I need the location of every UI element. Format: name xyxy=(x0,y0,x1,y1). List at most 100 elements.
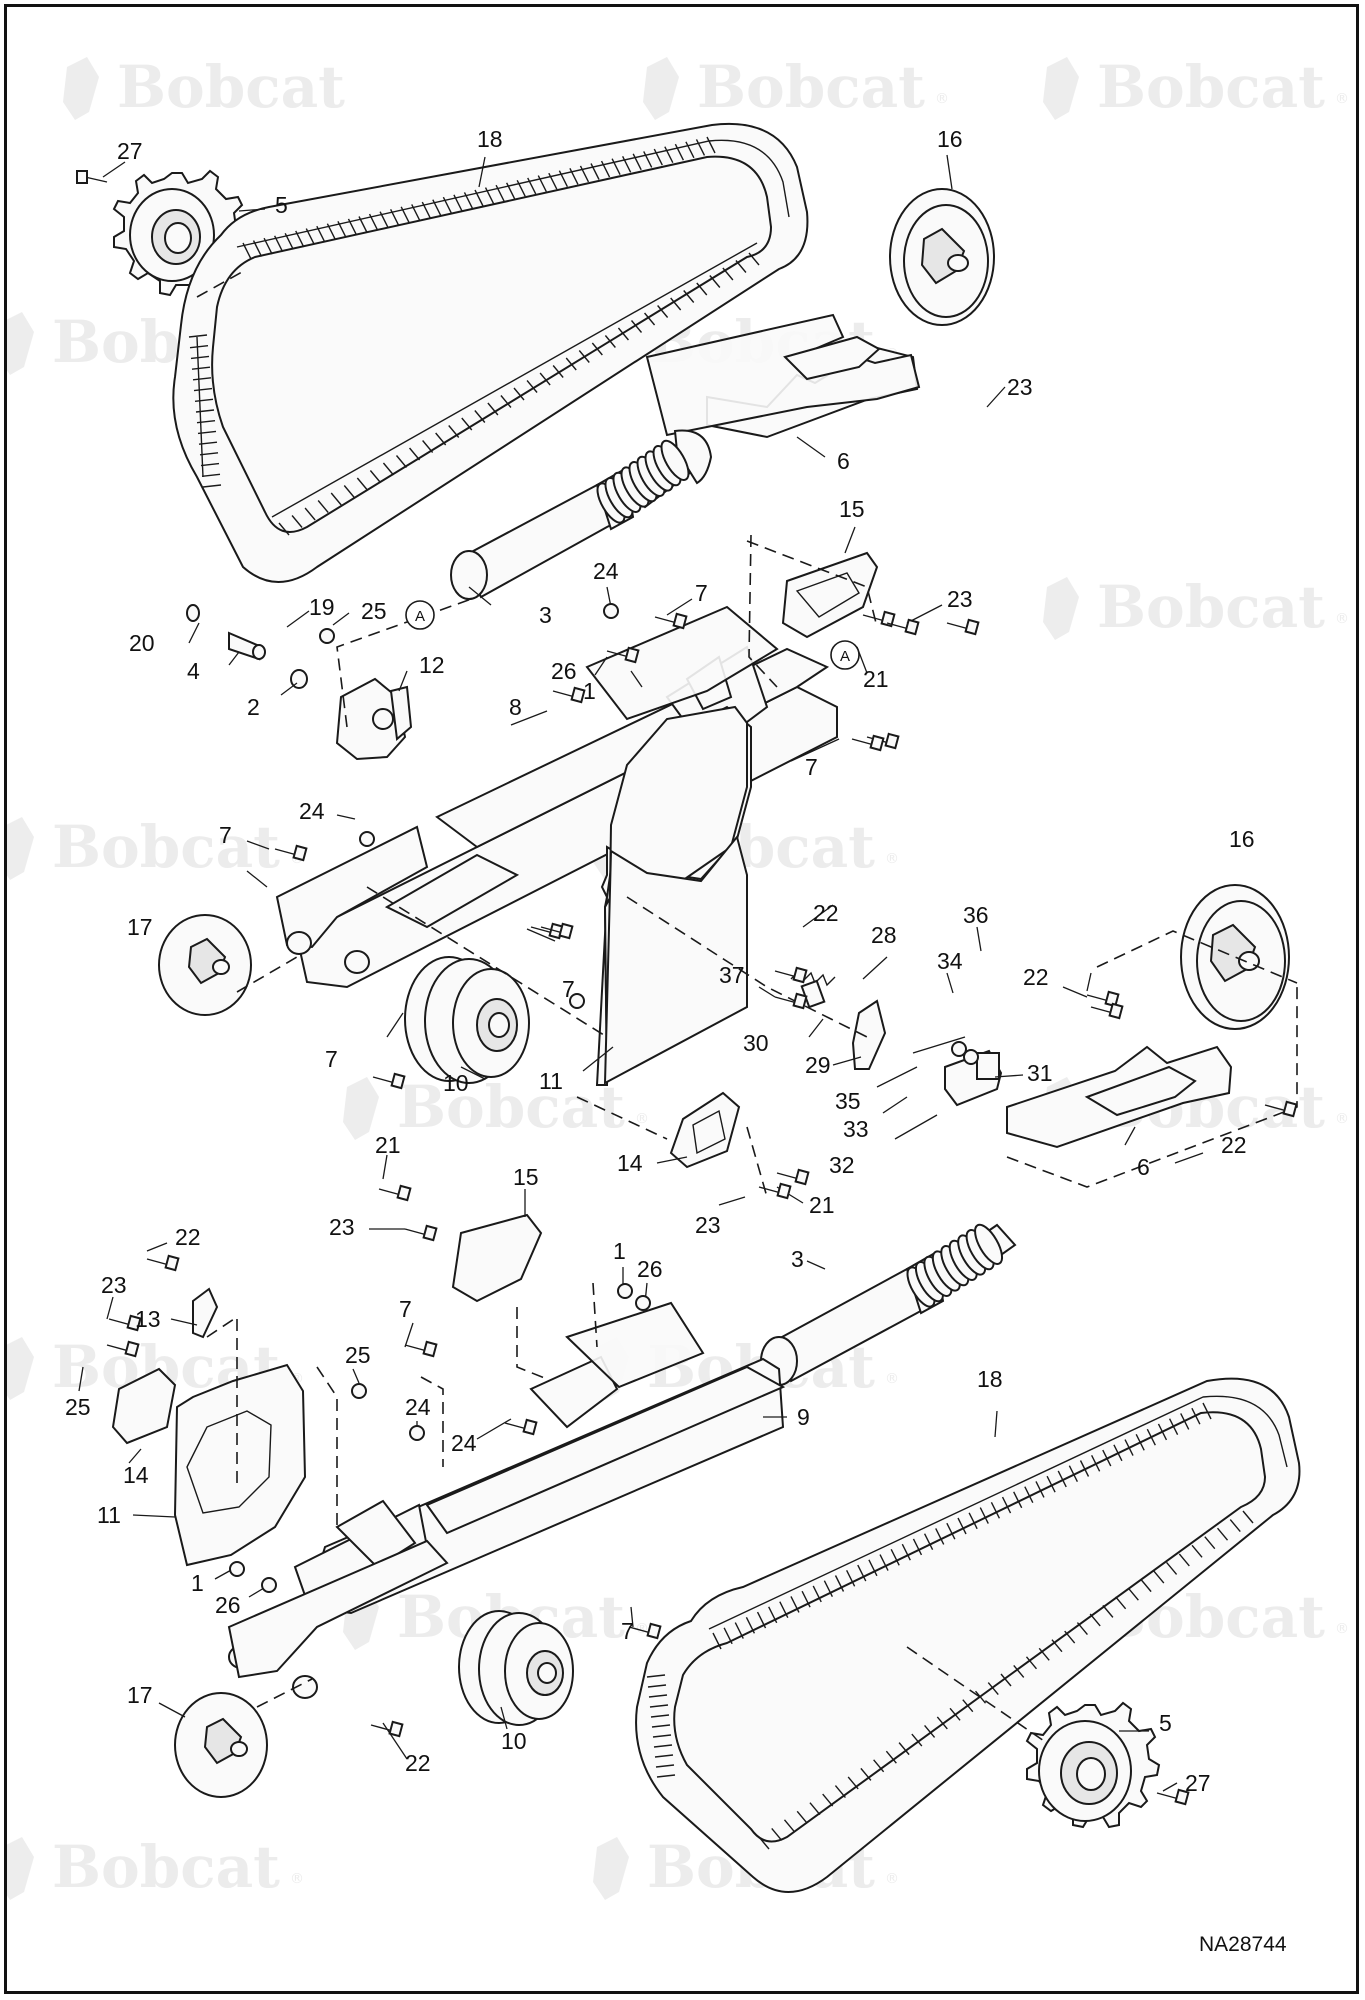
nut-icon xyxy=(409,1425,425,1441)
callout-label: 22 xyxy=(813,900,839,926)
watermark-bobcat-logo: Bobcat® xyxy=(343,1073,649,1141)
callout-label: 7 xyxy=(621,1618,634,1644)
nut-icon xyxy=(635,1295,651,1311)
callout-label: 6 xyxy=(837,448,850,474)
nut-icon xyxy=(603,603,619,619)
watermark-reg-mark: ® xyxy=(635,1111,649,1127)
washer-20 xyxy=(186,604,200,622)
track-upper xyxy=(172,123,809,583)
watermark-reg-mark: ® xyxy=(885,851,899,867)
track-upper-treads xyxy=(188,136,760,536)
watermark-reg-mark: ® xyxy=(635,1621,649,1637)
watermark-bobcat-logo: Bobcat® xyxy=(643,53,949,121)
nut-icon xyxy=(261,1577,277,1593)
callout-label: 25 xyxy=(345,1342,371,1368)
callout-label: 9 xyxy=(797,1404,810,1430)
callout-label: 7 xyxy=(325,1046,338,1072)
watermark-bobcat-logo: Bobcat® xyxy=(1043,53,1349,121)
front-idler-upper xyxy=(158,914,252,1016)
bolt-icon xyxy=(886,618,920,636)
tensioner-bracket-31 xyxy=(912,1036,1003,1107)
watermark-bobcat-logo: Bobcat® xyxy=(7,1833,304,1901)
callout-label: 33 xyxy=(843,1116,869,1142)
block-14-upper xyxy=(669,1091,741,1169)
watermark-reg-mark: ® xyxy=(1335,611,1349,627)
callout-label: 25 xyxy=(361,598,387,624)
nut-icon xyxy=(569,993,585,1009)
callout-label: 27 xyxy=(117,138,143,164)
bolt-icon xyxy=(758,1182,792,1200)
bolt-icon xyxy=(1156,1788,1190,1806)
bolt-icon xyxy=(404,1224,438,1242)
callout-label: 34 xyxy=(937,948,963,974)
mount-block-12 xyxy=(335,677,413,761)
callout-label: 22 xyxy=(1023,964,1049,990)
assembly-marker-text: A xyxy=(415,608,425,625)
callout-label: 21 xyxy=(809,1192,835,1218)
callout-label: 7 xyxy=(562,976,575,1002)
bolt-icon xyxy=(504,1418,538,1436)
leader-lines xyxy=(78,154,1204,1792)
callout-label: 7 xyxy=(399,1296,412,1322)
callout-label: 19 xyxy=(309,594,335,620)
callout-label: 23 xyxy=(101,1272,127,1298)
bolt-icon xyxy=(146,1254,180,1272)
bogie-roller-upper xyxy=(404,956,530,1084)
callout-label: 23 xyxy=(1007,374,1033,400)
callout-label: 16 xyxy=(937,126,963,152)
bolt-icon xyxy=(274,844,308,862)
assembly-marker-text: A xyxy=(840,648,850,665)
callout-label: 37 xyxy=(719,962,745,988)
bolt-icon xyxy=(776,1168,810,1186)
pin-4 xyxy=(228,631,266,661)
exploded-parts-diagram: Bobcat Bobcat®Bobcat®Bobcat®Bobcat®Bobca… xyxy=(7,53,1349,1956)
callout-label: 28 xyxy=(871,922,897,948)
track-lower xyxy=(635,1377,1301,1893)
track-lower-treads xyxy=(646,1402,1254,1850)
sprocket-lower xyxy=(1025,1701,1161,1829)
idler-wheel-mid xyxy=(1180,884,1290,1030)
fasteners xyxy=(106,603,1298,1806)
callout-label: 2 xyxy=(247,694,260,720)
nut-icon xyxy=(351,1383,367,1399)
assembly-marker-a-right: A xyxy=(830,640,860,670)
spring-upper xyxy=(596,439,690,524)
callout-label: 30 xyxy=(743,1030,769,1056)
callout-label: 3 xyxy=(791,1246,804,1272)
callout-label: 7 xyxy=(695,580,708,606)
callout-label: 22 xyxy=(175,1224,201,1250)
watermark-text: Bobcat xyxy=(52,1833,280,1901)
callout-label: 5 xyxy=(275,192,288,218)
callout-label: 23 xyxy=(695,1212,721,1238)
watermark-reg-mark: ® xyxy=(885,1371,899,1387)
watermark-text: Bobcat xyxy=(1097,573,1325,641)
callout-label: 29 xyxy=(805,1052,831,1078)
callout-label: 23 xyxy=(329,1214,355,1240)
block-14-lower xyxy=(111,1367,177,1445)
callout-label: 1 xyxy=(613,1238,626,1264)
bolt-icon xyxy=(1090,1002,1124,1020)
diagram-frame: Bobcat Bobcat®Bobcat®Bobcat®Bobcat®Bobca… xyxy=(4,4,1359,1994)
callout-label: 12 xyxy=(419,652,445,678)
watermark-bobcat-logo: Bobcat xyxy=(63,53,345,121)
watermark-reg-mark: ® xyxy=(1335,91,1349,107)
callout-label: 1 xyxy=(583,678,596,704)
callout-label: 6 xyxy=(1137,1154,1150,1180)
callout-label: 5 xyxy=(1159,1710,1172,1736)
callout-label: 21 xyxy=(375,1132,401,1158)
bolt-icon xyxy=(862,610,896,628)
callout-label: 27 xyxy=(1185,1770,1211,1796)
callout-label: 36 xyxy=(963,902,989,928)
bolt-icon xyxy=(378,1184,412,1202)
callout-label: 17 xyxy=(127,1682,153,1708)
idler-arm-mid xyxy=(1006,1045,1233,1149)
idler-wheel-upper xyxy=(889,188,995,326)
callout-label: 14 xyxy=(123,1462,149,1488)
callout-label: 21 xyxy=(863,666,889,692)
nut-icon xyxy=(229,1561,245,1577)
side-plate-upper xyxy=(595,705,752,1086)
bolt-icon xyxy=(946,618,980,636)
bolt-icon xyxy=(1264,1100,1298,1118)
callout-label: 15 xyxy=(839,496,865,522)
callout-label: 13 xyxy=(135,1306,161,1332)
